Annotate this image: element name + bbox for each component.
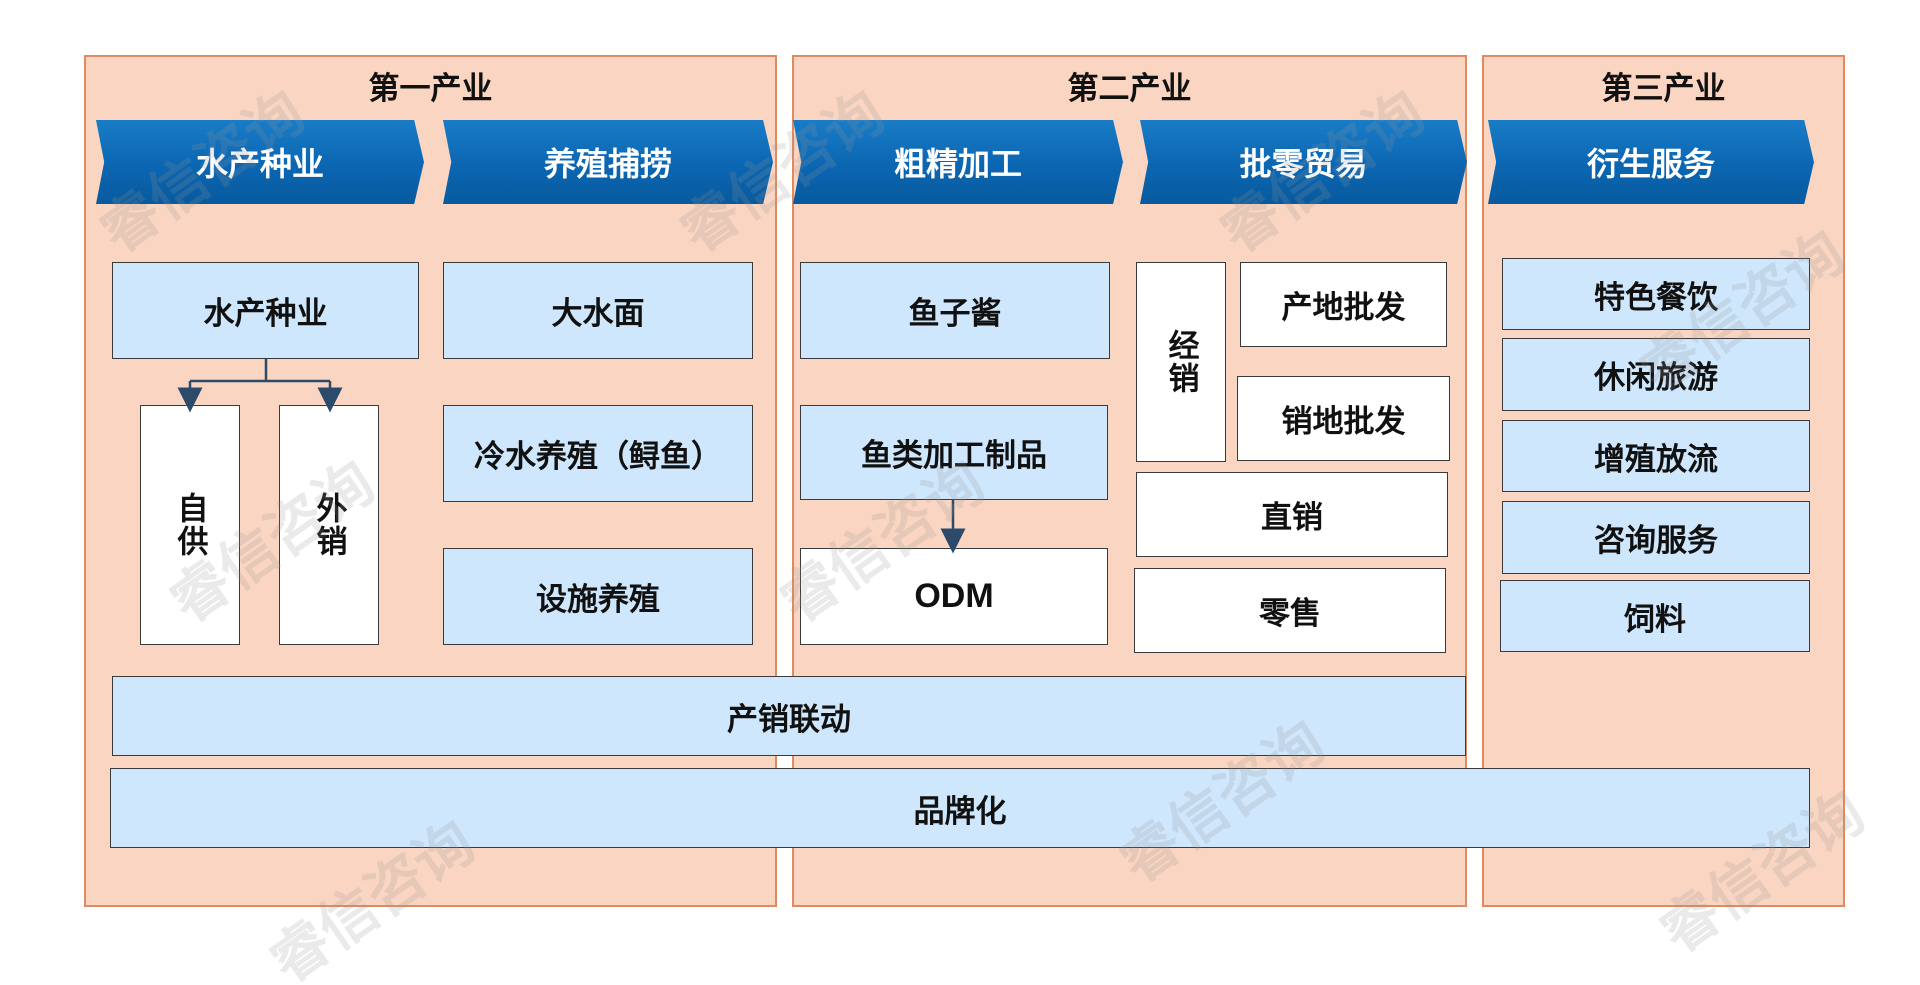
seed-industry-box: 水产种业 xyxy=(112,262,419,359)
large-water-body-box: 大水面 xyxy=(443,262,753,359)
fish-processed-products-box: 鱼类加工制品 xyxy=(800,405,1108,500)
origin-wholesale-box: 产地批发 xyxy=(1240,262,1447,347)
leisure-tourism-box: 休闲旅游 xyxy=(1502,338,1810,411)
production-sales-linkage-band: 产销联动 xyxy=(112,676,1466,756)
cold-water-farming-box: 冷水养殖（鲟鱼） xyxy=(443,405,753,502)
stage-chevron-wholesale-retail: 批零贸易 xyxy=(1140,120,1467,204)
self-supply-box: 自供 xyxy=(140,405,240,645)
branding-band: 品牌化 xyxy=(110,768,1810,848)
primary-sector-title: 第一产业 xyxy=(368,70,493,107)
secondary-sector-title: 第二产业 xyxy=(1067,70,1192,107)
stage-chevron-processing: 粗精加工 xyxy=(793,120,1123,204)
stage-chevron-seed-industry: 水产种业 xyxy=(96,120,424,204)
external-sale-box: 外销 xyxy=(279,405,379,645)
direct-sales-box: 直销 xyxy=(1136,472,1448,557)
stage-chevron-farming-fishing: 养殖捕捞 xyxy=(443,120,773,204)
facility-farming-box: 设施养殖 xyxy=(443,548,753,645)
tertiary-sector-title: 第三产业 xyxy=(1601,70,1726,107)
consulting-services-box: 咨询服务 xyxy=(1502,501,1810,574)
stock-enhancement-box: 增殖放流 xyxy=(1502,420,1810,492)
caviar-box: 鱼子酱 xyxy=(800,262,1110,359)
retail-box: 零售 xyxy=(1134,568,1446,653)
destination-wholesale-box: 销地批发 xyxy=(1237,376,1450,461)
odm-box: ODM xyxy=(800,548,1108,645)
stage-chevron-derivative-services: 衍生服务 xyxy=(1488,120,1814,204)
feed-box: 饲料 xyxy=(1500,580,1810,652)
specialty-dining-box: 特色餐饮 xyxy=(1502,258,1810,330)
distribution-box: 经销 xyxy=(1136,262,1226,462)
